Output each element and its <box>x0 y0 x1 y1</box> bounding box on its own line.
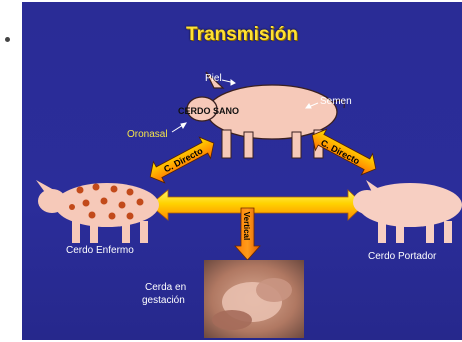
carrier-pig-label: Cerdo Portador <box>368 251 436 263</box>
horizontal-transmission-arrow <box>150 190 364 220</box>
carrier-pig <box>353 180 462 243</box>
pregnant-sow-label-line2: gestación <box>142 295 185 307</box>
diagram-graphics <box>22 2 462 340</box>
pregnant-sow-label-line1: Cerda en <box>145 282 186 294</box>
bullet-point <box>5 37 10 42</box>
oronasal-label: Oronasal <box>127 129 168 141</box>
sick-pig <box>36 180 159 243</box>
skin-label: Piel <box>205 73 222 85</box>
healthy-pig-label: CERDO SANO <box>178 106 239 116</box>
slide: Transmisión CERDO SANO Piel Semen Oronas… <box>22 2 462 340</box>
semen-label: Semen <box>320 96 352 108</box>
vertical-arrow-label: Vertical <box>240 212 252 240</box>
slide-title: Transmisión <box>22 24 462 46</box>
pregnant-sow-photo <box>204 260 304 338</box>
sick-pig-label: Cerdo Enfermo <box>66 245 134 257</box>
